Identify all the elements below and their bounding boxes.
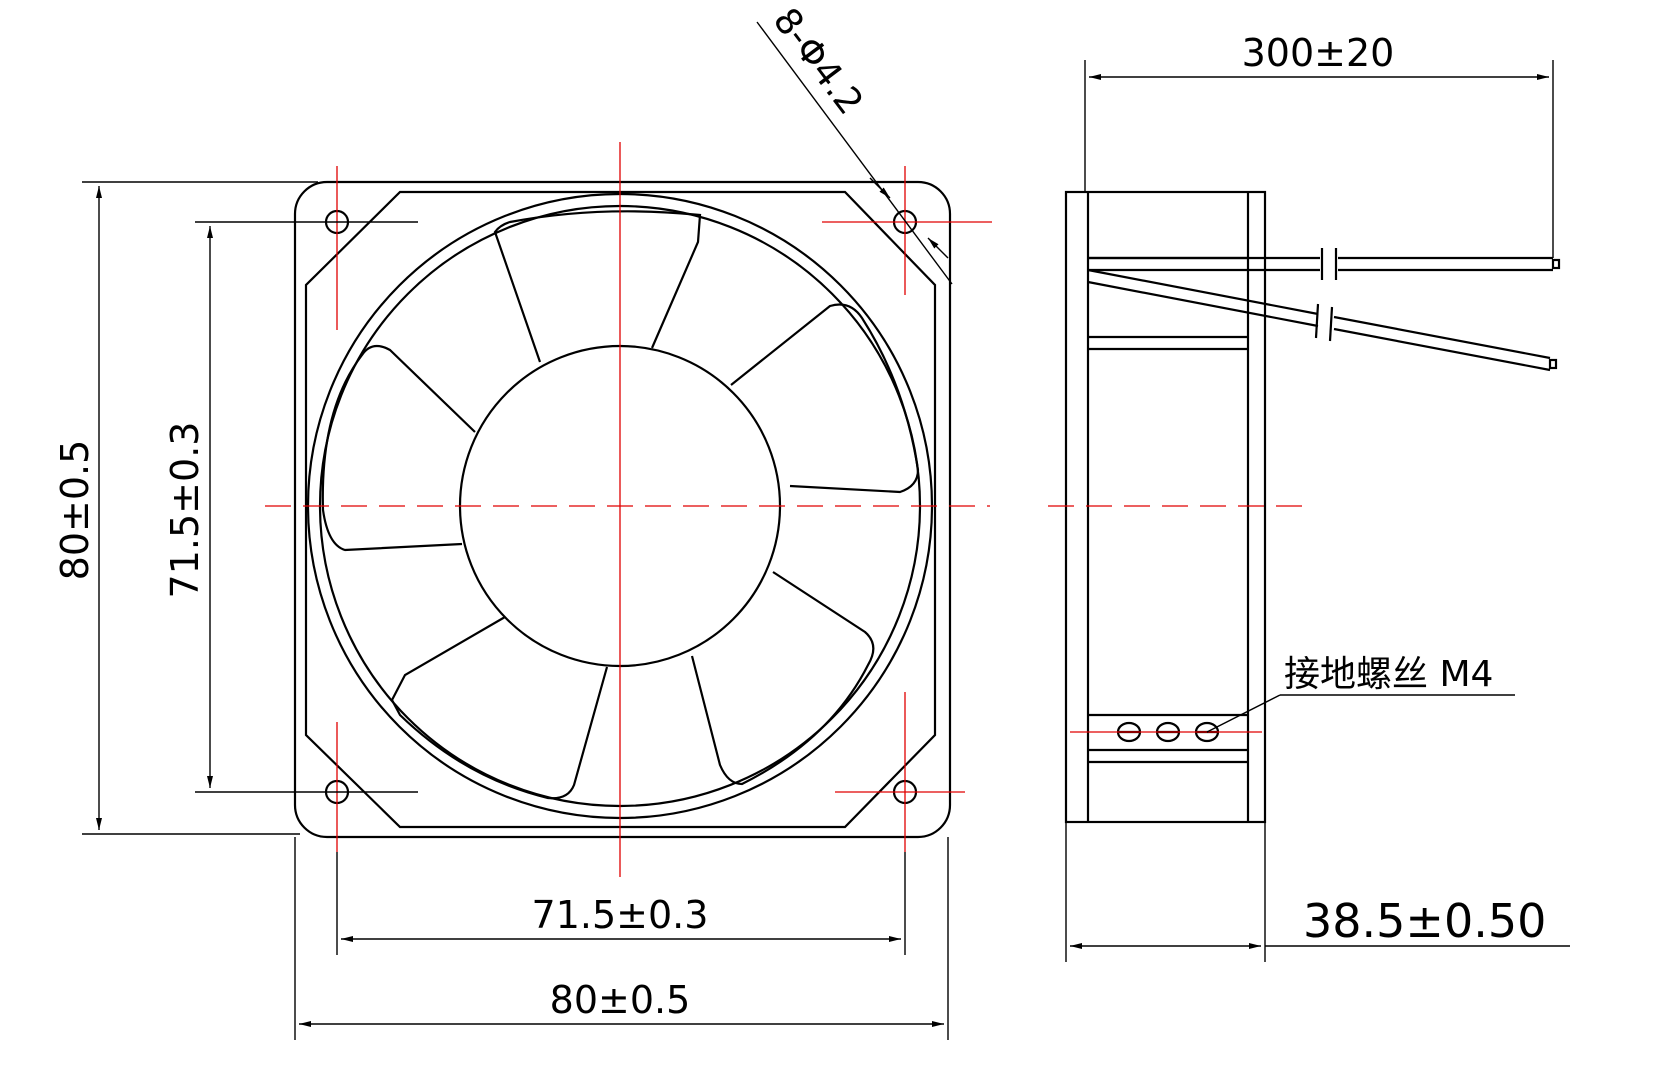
blade (321, 344, 476, 552)
blade (390, 616, 609, 800)
frame-width-label: 80±0.5 (550, 978, 691, 1022)
mounting-holes (324, 209, 918, 805)
side-dimension-lines (1065, 60, 1570, 962)
front-view: 80±0.5 71.5±0.3 71.5±0.3 80±0.5 8-Φ4.2 (53, 1, 992, 1040)
fan-blades (321, 210, 920, 800)
blade (493, 210, 702, 363)
ground-screw-label: 接地螺丝 M4 (1284, 654, 1493, 695)
blade (730, 303, 920, 494)
frame-height-label: 80±0.5 (53, 440, 97, 581)
cables (1087, 248, 1561, 372)
blade (690, 571, 875, 786)
frame-inner-octagon (304, 190, 937, 829)
front-dimension-lines (96, 21, 953, 1027)
hole-spacing-horizontal-label: 71.5±0.3 (532, 893, 709, 937)
frame-outline (293, 180, 952, 839)
front-centerlines (265, 142, 992, 877)
side-view: 300±20 38.5±0.50 接地螺丝 M4 (1048, 31, 1570, 962)
hole-spacing-vertical-label: 71.5±0.3 (163, 422, 207, 599)
cable-length-label: 300±20 (1242, 31, 1395, 75)
frame-depth-label: 38.5±0.50 (1303, 894, 1546, 948)
front-extension-lines (82, 181, 949, 1040)
side-frame (1064, 190, 1267, 824)
